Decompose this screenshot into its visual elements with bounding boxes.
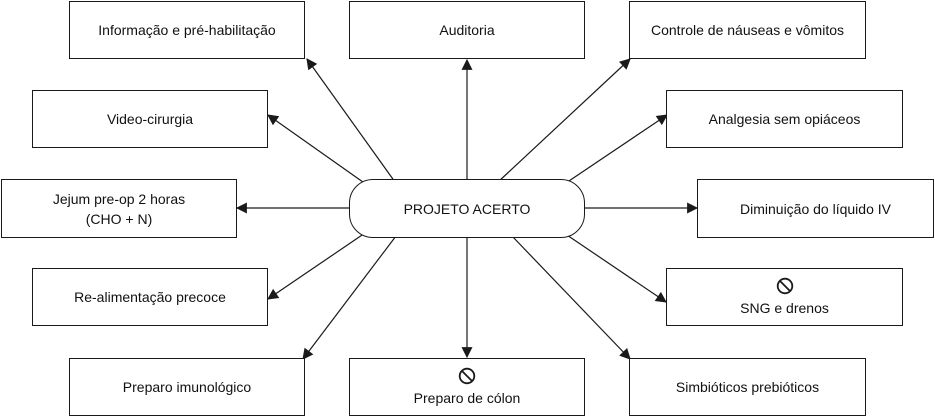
imuno-label: Preparo imunológico [122,379,252,395]
auditoria-label: Auditoria [439,22,495,38]
video-label: Video-cirurgia [106,111,194,127]
box-sng: SNG e drenos [666,268,903,326]
realim-label: Re-alimentação precoce [74,289,226,305]
simbio-label: Simbióticos prebióticos [675,379,820,395]
box-info-prehab: Informação e pré-habilitação [69,1,305,59]
center-label: PROJETO ACERTO [403,200,531,217]
box-auditoria: Auditoria [349,1,585,59]
box-liquido: Diminuição do líquido IV [697,179,934,238]
box-realim: Re-alimentação precoce [32,268,268,326]
analgesia-label: Analgesia sem opiáceos [708,111,861,127]
arrow-to-realim [267,230,369,300]
colon-label: Preparo de cólon [413,389,521,406]
box-imuno: Preparo imunológico [69,358,305,416]
center-node: PROJETO ACERTO [349,179,585,238]
arrow-to-analgesia [559,114,668,188]
box-colon: Preparo de cólon [349,358,585,416]
box-simbio: Simbióticos prebióticos [629,358,866,416]
prohibited-icon [458,367,476,384]
arrow-to-sng [560,230,667,303]
arrow-to-video [267,114,371,188]
info-prehab-label: Informação e pré-habilitação [98,22,276,38]
prohibited-icon [776,277,793,294]
jejum-line1: Jejum pre-op 2 horas [52,190,186,207]
liquido-label: Diminuição do líquido IV [740,200,891,217]
arrow-to-info-prehab [306,58,396,183]
box-nausea: Controle de náuseas e vômitos [629,1,866,59]
nausea-label: Controle de náuseas e vômitos [651,22,844,38]
arrow-to-imuno [302,235,397,360]
arrow-to-nausea [497,58,631,183]
jejum-line2: (CHO + N) [85,210,153,227]
box-analgesia: Analgesia sem opiáceos [666,90,903,148]
box-jejum: Jejum pre-op 2 horas (CHO + N) [1,179,237,238]
box-video: Video-cirurgia [32,90,268,148]
sng-label: SNG e drenos [740,299,829,316]
arrow-to-simbio [511,235,631,360]
